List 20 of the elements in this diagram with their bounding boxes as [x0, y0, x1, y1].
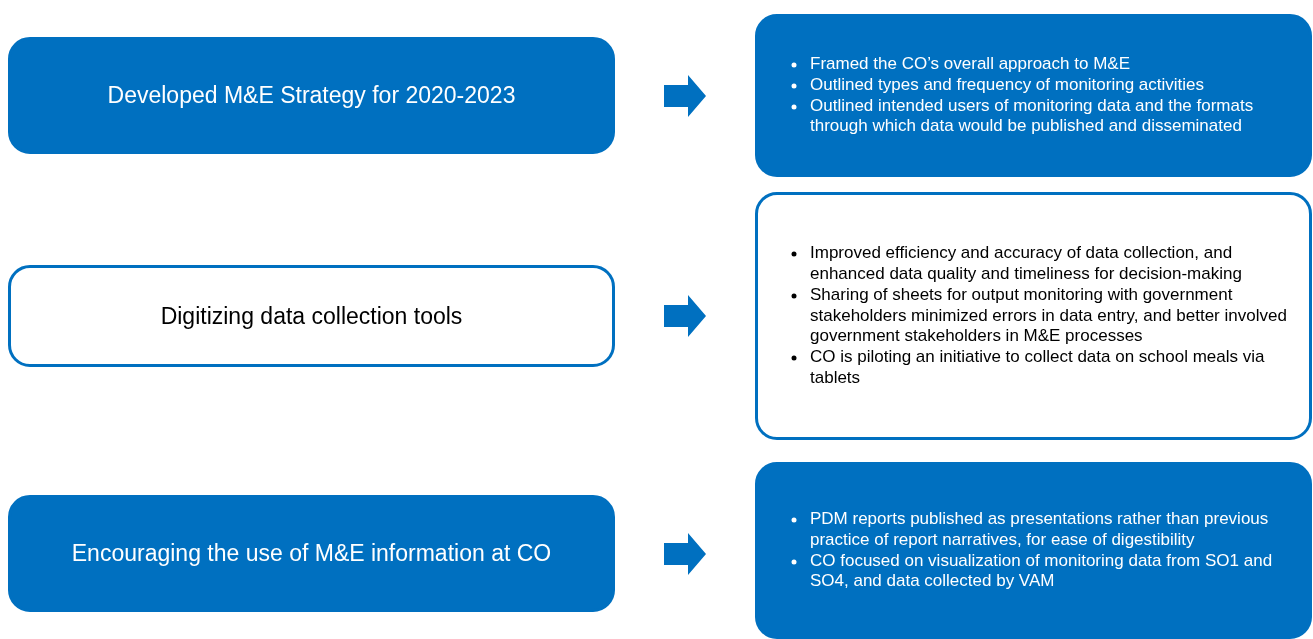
text-box	[8, 495, 615, 612]
bullet-text: CO focused on visualization of monitoring data from SO1 and SO4, and data collected by VAM	[810, 550, 1273, 591]
block-arrow	[664, 75, 706, 117]
bullet-text: Outlined intended users of monitoring data and the formats through which data would be published and disseminated	[810, 95, 1254, 136]
text-box	[8, 37, 615, 154]
bullet-text: Framed the CO’s overall approach to M&E	[810, 53, 1130, 73]
bullet-text: Outlined types and frequency of monitoring activities	[810, 74, 1205, 94]
box-title: Encouraging the use of M&E information at CO	[71, 540, 552, 567]
box-title: Digitizing data collection tools	[160, 302, 463, 330]
text-box	[8, 265, 615, 367]
text-box	[755, 462, 1312, 639]
bullet-text: Improved efficiency and accuracy of data collection, and enhanced data quality and timeliness for decision-making	[810, 242, 1242, 283]
box-title: Developed M&E Strategy for 2020-2023	[107, 82, 516, 109]
bullet-text: Sharing of sheets for output monitoring with government stakeholders minimized errors in data entry, and better involved government stakeholders in M&E processes	[810, 284, 1287, 346]
block-arrow	[664, 295, 706, 337]
bullet-text: CO is piloting an initiative to collect data on school meals via tablets	[810, 347, 1265, 388]
text-box	[755, 14, 1312, 177]
bullet-text: PDM reports published as presentations rather than previous practice of report narratives, for ease of digestibility	[810, 508, 1269, 549]
text-box	[755, 192, 1312, 440]
block-arrow	[664, 533, 706, 575]
